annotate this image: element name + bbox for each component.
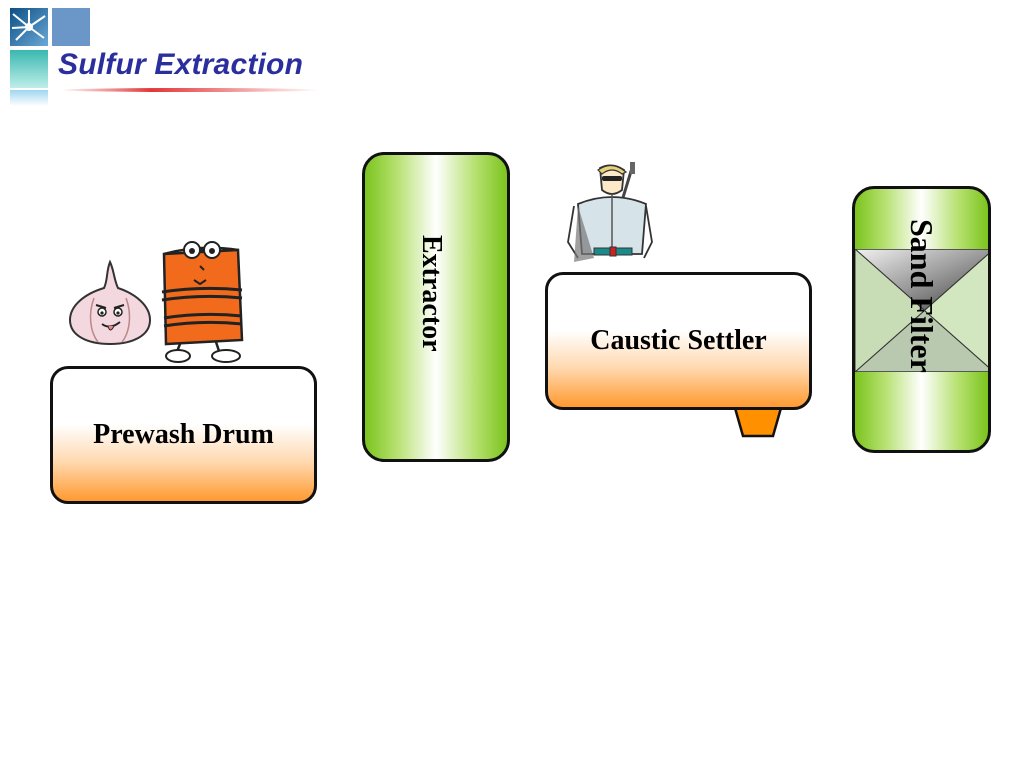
slide-title: Sulfur Extraction: [58, 48, 304, 81]
extractor-column: Extractor: [362, 152, 510, 462]
caustic-settler: Caustic Settler: [545, 272, 812, 410]
prewash-drum: Prewash Drum: [50, 366, 317, 504]
sand-filter-label: Sand Filter: [904, 219, 940, 373]
title-underline: [60, 88, 320, 92]
sand-filter: Sand Filter: [852, 186, 991, 453]
superhero-character-icon: [567, 162, 653, 262]
filter-bed-icon: [855, 249, 988, 372]
garlic-character-icon: [68, 259, 152, 346]
orange-barrel-character-icon: [161, 241, 244, 363]
caustic-settler-label: Caustic Settler: [590, 325, 767, 356]
settler-boot-icon: [733, 406, 783, 438]
prewash-drum-label: Prewash Drum: [93, 419, 274, 450]
extractor-label: Extractor: [416, 235, 447, 352]
logo-icon: [10, 8, 90, 106]
